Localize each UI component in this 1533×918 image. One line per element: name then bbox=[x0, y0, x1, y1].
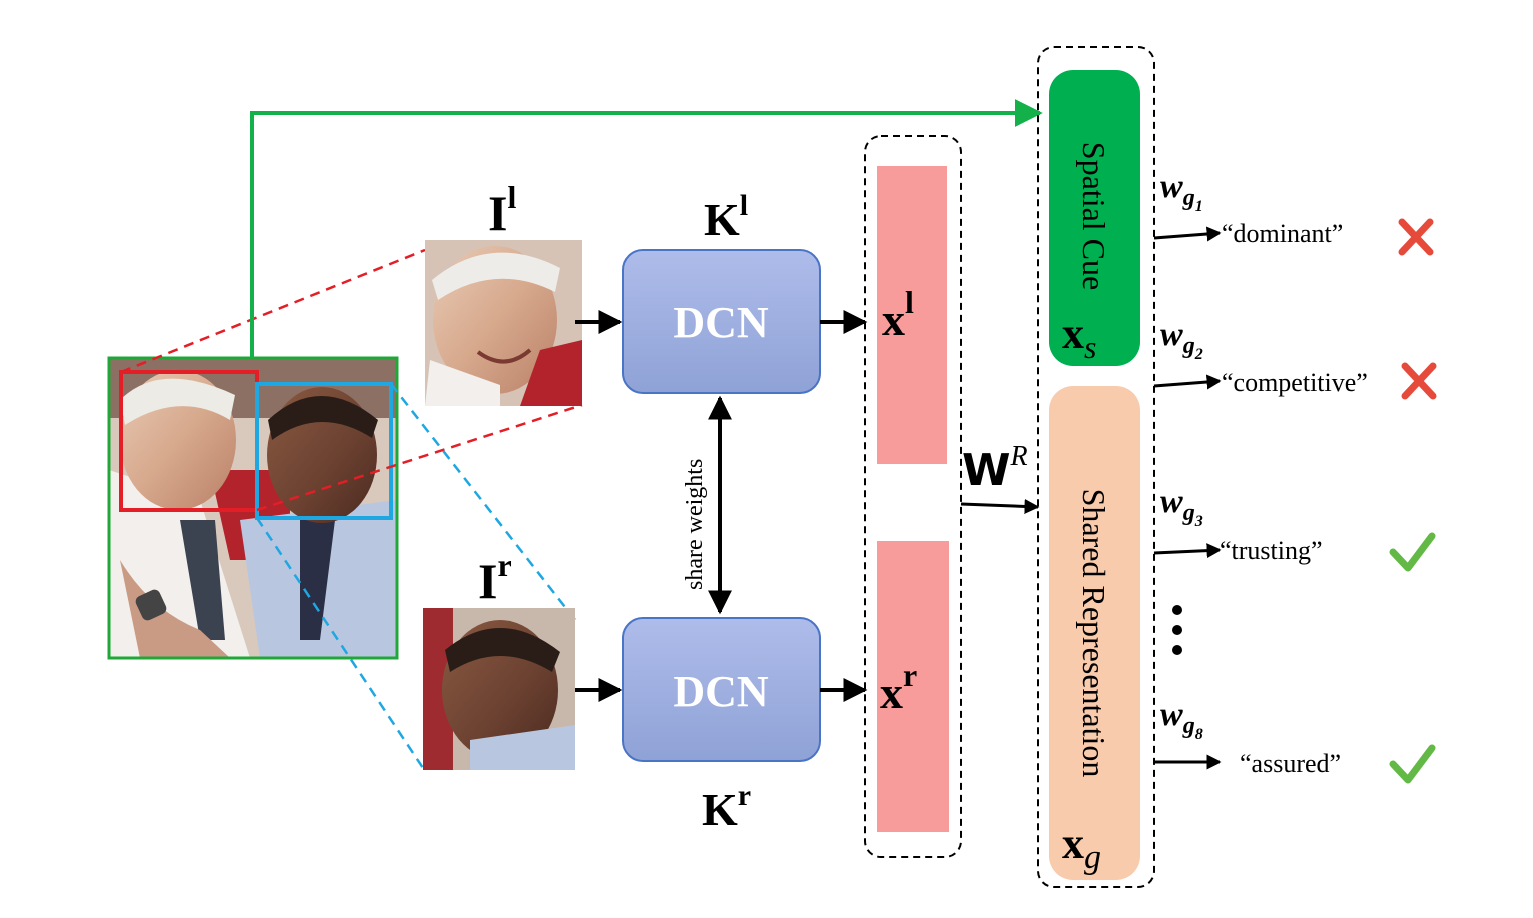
cross-icon bbox=[1401, 362, 1437, 400]
top-kernel-label: Kl bbox=[704, 189, 748, 245]
output-weight-3: wg3 bbox=[1160, 483, 1203, 530]
output-arrow-3 bbox=[1153, 543, 1222, 559]
right-image-label: Ir bbox=[478, 547, 512, 609]
shared-representation-title: Shared Representation bbox=[1076, 489, 1112, 778]
spatial-cue-box bbox=[1049, 70, 1140, 366]
main-photo bbox=[107, 356, 399, 660]
output-word-2: “competitive” bbox=[1222, 368, 1368, 397]
bottom-kernel-label: Kr bbox=[702, 779, 751, 835]
left-crop-link-bottom bbox=[256, 403, 583, 512]
left-feature-label: xl bbox=[882, 284, 914, 345]
check-icon bbox=[1389, 532, 1436, 572]
output-row-8: wg8 “assured” bbox=[1154, 696, 1436, 784]
left-crop-link-top bbox=[120, 248, 426, 374]
dcn-top-label: DCN bbox=[673, 298, 769, 347]
shared-representation-box bbox=[1049, 386, 1140, 880]
output-row-2: wg2 “competitive” bbox=[1153, 316, 1437, 400]
output-weight-1: wg1 bbox=[1160, 168, 1203, 215]
output-word-3: “trusting” bbox=[1220, 536, 1323, 565]
spatial-cue-var: xs bbox=[1062, 309, 1096, 365]
share-weights-label: share weights bbox=[682, 459, 708, 590]
spatial-cue-arrow bbox=[250, 99, 1043, 358]
right-crop-image bbox=[423, 608, 575, 770]
left-image-label: Il bbox=[488, 179, 516, 241]
right-feature-label: xr bbox=[880, 657, 917, 718]
dcn-bottom-label: DCN bbox=[673, 667, 769, 716]
output-weight-2: wg2 bbox=[1160, 316, 1203, 363]
output-arrow-1 bbox=[1153, 226, 1222, 242]
left-feature-bar bbox=[877, 166, 947, 464]
representation-container bbox=[1037, 46, 1155, 888]
cross-icon bbox=[1398, 218, 1434, 256]
feature-container bbox=[864, 135, 962, 858]
output-weight-8: wg8 bbox=[1160, 696, 1203, 743]
shared-representation-var: xg bbox=[1062, 819, 1101, 876]
output-row-3: wg3 “trusting” bbox=[1153, 483, 1436, 572]
projection-label: WR bbox=[962, 441, 1028, 496]
left-crop-image bbox=[425, 240, 582, 406]
check-icon bbox=[1389, 744, 1436, 784]
right-feature-bar bbox=[877, 541, 949, 832]
output-word-8: “assured” bbox=[1240, 749, 1341, 778]
right-person-box bbox=[255, 382, 393, 520]
projection-arrow bbox=[960, 498, 1040, 514]
more-outputs-ellipsis bbox=[1172, 605, 1182, 655]
output-row-1: wg1 “dominant” bbox=[1153, 168, 1434, 256]
output-arrow-2 bbox=[1153, 374, 1222, 390]
output-word-1: “dominant” bbox=[1222, 219, 1343, 248]
spatial-cue-title: Spatial Cue bbox=[1076, 142, 1112, 290]
